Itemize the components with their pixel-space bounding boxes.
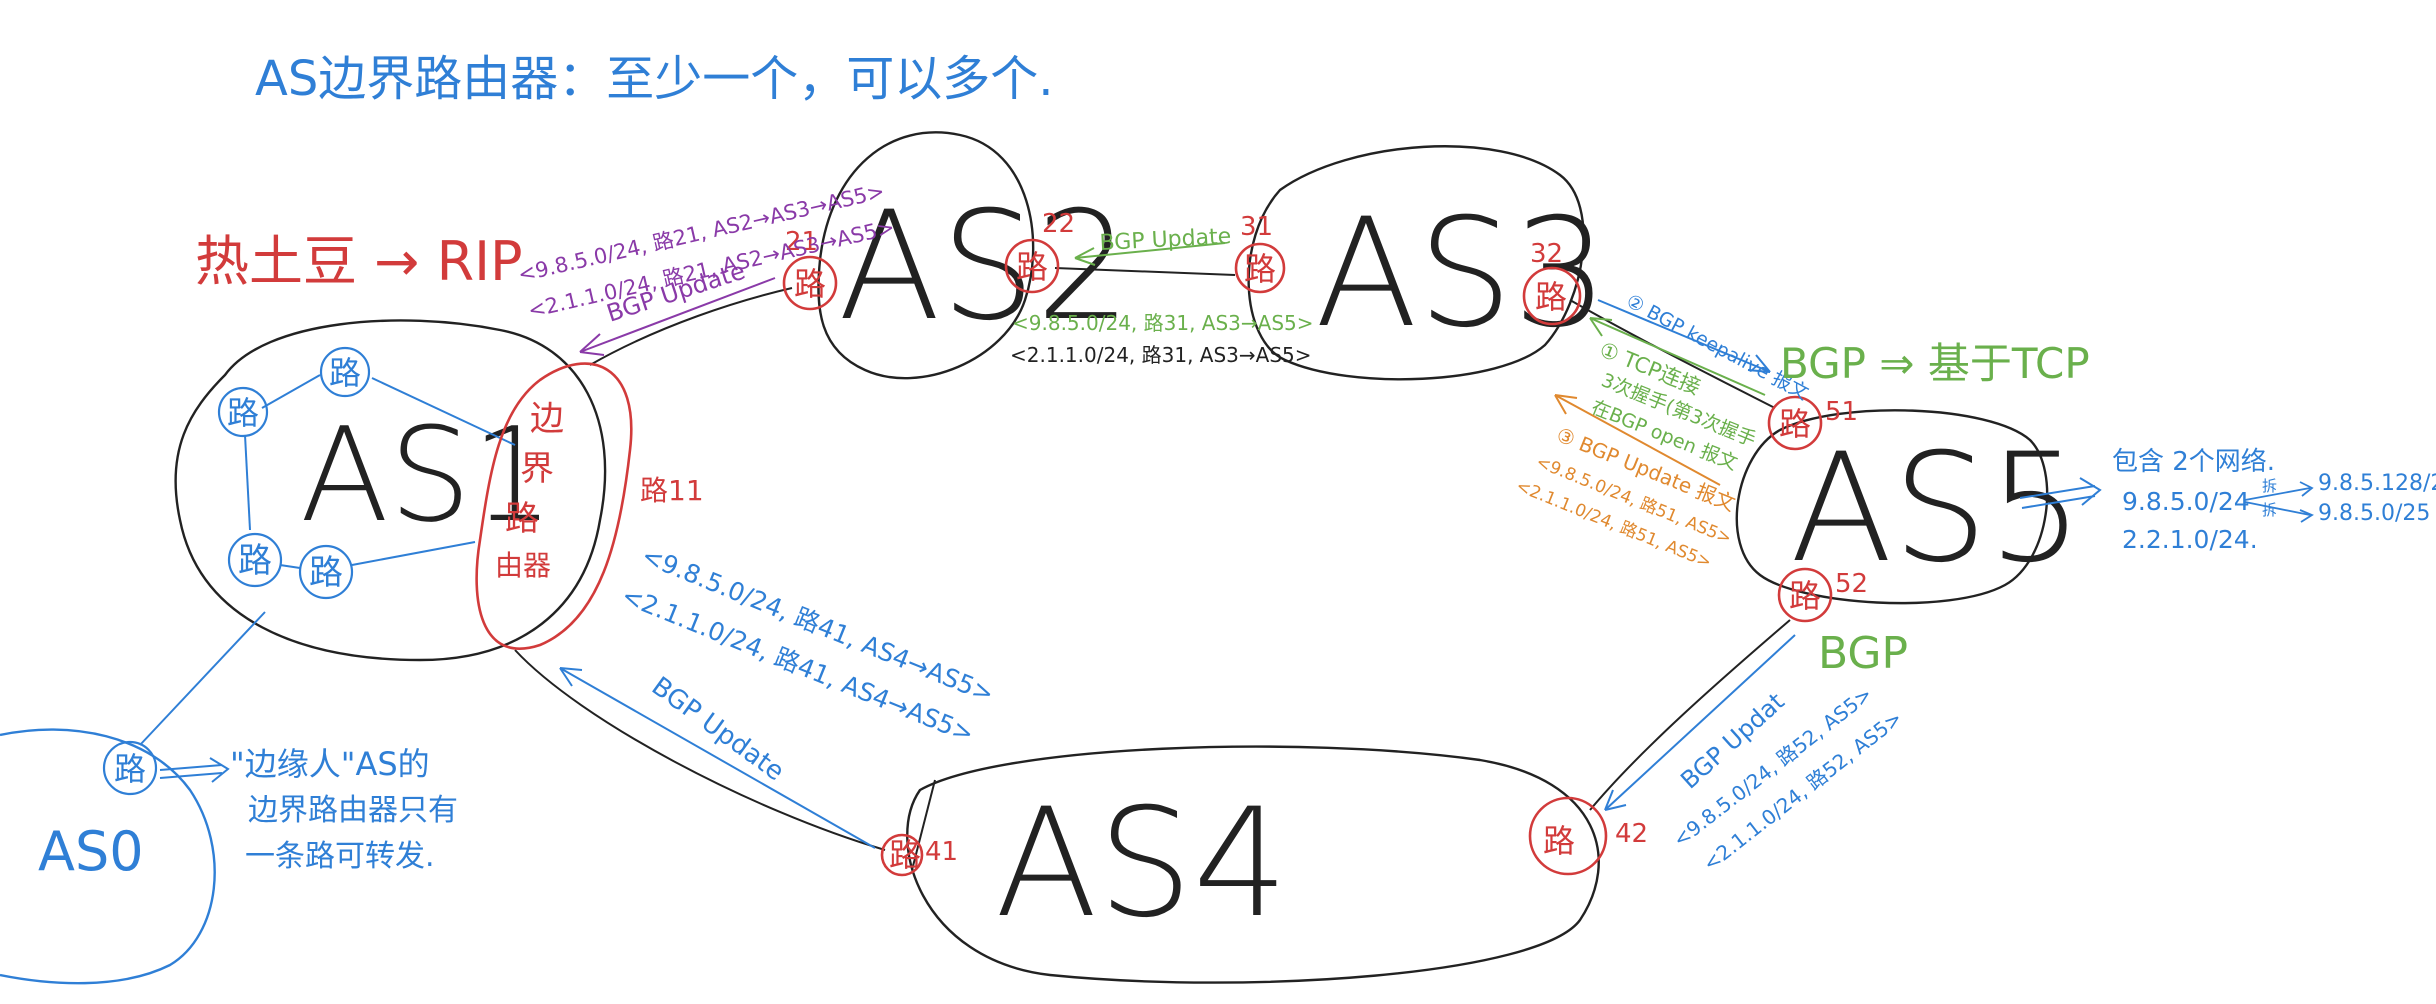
page-title: AS边界路由器：至少一个，可以多个.: [255, 51, 1054, 107]
router-31-number: 31: [1240, 212, 1273, 242]
router-22: 路 22: [1004, 209, 1075, 294]
network-2: 2.2.1.0/24.: [2122, 525, 2258, 554]
link-as3-as5: [1569, 299, 1776, 409]
router-32-number: 32: [1530, 239, 1563, 269]
as2-label: AS2: [838, 180, 1131, 354]
router-42: 路 42: [1528, 796, 1648, 876]
router-52: 路 52: [1777, 567, 1868, 623]
as1-router-b-label: 路: [227, 394, 259, 432]
as0-note-line3: 一条路可转发.: [245, 839, 435, 874]
networks-heading: 包含 2个网络.: [2112, 447, 2275, 477]
svg-text:路: 路: [794, 265, 826, 303]
as1-router-c-label: 路: [238, 541, 272, 581]
as0-note-line1: "边缘人"AS的: [230, 745, 430, 783]
svg-text:路: 路: [889, 836, 921, 874]
bgp-label: BGP: [1818, 628, 1908, 679]
router-41-number: 41: [925, 837, 958, 867]
border-router-char-2: 界: [520, 449, 554, 489]
as5-networks: 包含 2个网络. 9.8.5.0/24 2.2.1.0/24. 拆 拆 9.8.…: [2019, 447, 2436, 554]
as3-update-line1: <9.8.5.0/24, 路31, AS3→AS5>: [1012, 311, 1314, 335]
as5-to-as4-arrow: [1604, 634, 1796, 811]
keepalive-arrow-back: [1589, 317, 1766, 396]
link-as1-as4: [514, 649, 886, 851]
rip-note: 热土豆 → RIP: [195, 230, 523, 293]
as4-update-arrow: [559, 667, 876, 849]
as1-border-router: 边 界 路 由器 路11: [475, 362, 704, 650]
svg-text:路: 路: [1016, 248, 1048, 286]
as2-outline: [817, 131, 1035, 380]
as0-note-line2: 边界路由器只有: [248, 793, 458, 828]
border-router-char-4: 由器: [495, 549, 551, 582]
svg-text:路: 路: [1543, 822, 1575, 860]
update-as5-to-as3-arrow: [1554, 394, 1721, 486]
router-31: 路 31: [1234, 212, 1286, 294]
as3-outline: [1247, 145, 1585, 381]
as4-to-as1-update: <9.8.5.0/24, 路41, AS4→AS5> <2.1.1.0/24, …: [559, 541, 998, 849]
as1-router-c-icon: [227, 532, 283, 588]
border-router-char-1: 边: [530, 399, 564, 439]
network-1: 9.8.5.0/24: [2122, 487, 2250, 516]
as4-label: AS4: [995, 777, 1288, 951]
link-as2-as3: [1054, 267, 1236, 276]
subnet-2: 9.8.5.0/25: [2318, 501, 2430, 526]
border-router-name: 路11: [640, 474, 704, 507]
as1-router-a-label: 路: [329, 354, 361, 392]
as4-outline: [906, 745, 1600, 984]
svg-text:路: 路: [114, 750, 146, 788]
svg-text:路: 路: [1535, 278, 1567, 316]
link-as4-up: [911, 779, 936, 871]
router-42-number: 42: [1615, 819, 1648, 849]
as1-outline: [174, 319, 607, 662]
router-41: 路 41: [880, 833, 958, 877]
subnet-1: 9.8.5.128/25: [2318, 471, 2436, 496]
router-51-number: 51: [1825, 397, 1858, 427]
svg-text:路: 路: [1779, 405, 1811, 443]
as2-update-arrow: [579, 277, 776, 353]
router-51: 路 51: [1767, 395, 1858, 451]
split-label-a: 拆: [2262, 477, 2277, 495]
router-21: 路 21: [782, 227, 838, 311]
as0-outline: [0, 728, 216, 985]
svg-text:路: 路: [1789, 577, 1821, 615]
link-as0-as1: [139, 611, 266, 746]
as1-router-d-icon: [298, 544, 354, 600]
link-as1-as2: [589, 287, 793, 366]
as3-update-line2: <2.1.1.0/24, 路31, AS3→AS5>: [1010, 343, 1312, 367]
bgp-tcp-label: BGP ⇒ 基于TCP: [1780, 339, 2090, 388]
keepalive-arrow-forward: [1597, 299, 1771, 373]
as1-router-b-icon: [217, 386, 269, 438]
as1-internal-network: 路 路 路 路: [217, 346, 516, 600]
as0-note: "边缘人"AS的 边界路由器只有 一条路可转发.: [159, 745, 458, 874]
router-52-number: 52: [1835, 569, 1868, 599]
link-as5-as4: [1589, 619, 1791, 811]
as3-label: AS3: [1315, 187, 1608, 361]
as1-router-d-label: 路: [309, 553, 343, 593]
svg-text:路: 路: [1244, 250, 1276, 288]
router-22-number: 22: [1042, 209, 1075, 239]
as5-outline: [1735, 409, 2049, 605]
router-32: 路 32: [1522, 239, 1582, 326]
as1-label: AS1: [300, 399, 554, 551]
as5-label: AS5: [1790, 422, 2083, 596]
router-21-number: 21: [785, 227, 818, 257]
as0-router: 路: [102, 740, 158, 796]
border-router-char-3: 路: [505, 499, 539, 539]
as3-update-arrow: [1074, 242, 1226, 259]
as0-label: AS0: [38, 820, 144, 883]
split-label-b: 拆: [2262, 501, 2277, 519]
as1-router-a-icon: [319, 346, 371, 398]
as3-update-block: BGP Update <9.8.5.0/24, 路31, AS3→AS5> <2…: [1010, 224, 1314, 367]
